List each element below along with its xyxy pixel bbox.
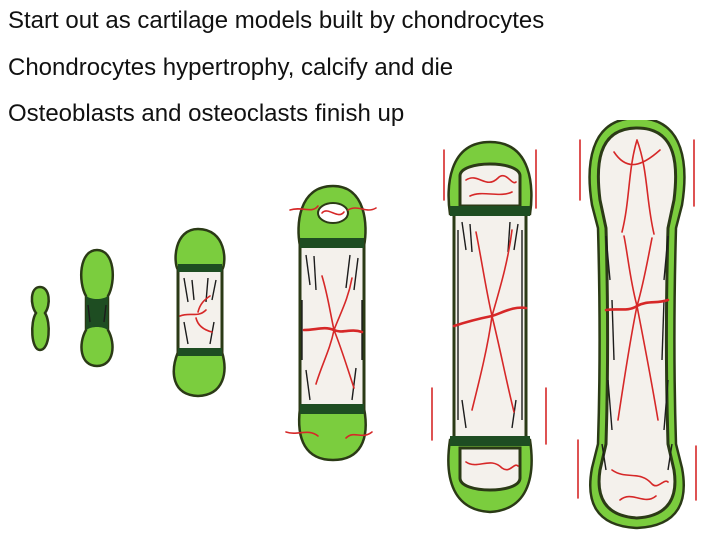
bullet-chondrocytes-hypertrophy: Chondrocytes hypertrophy, calcify and di… <box>8 54 454 81</box>
stage-5-secondary-centers <box>431 140 547 514</box>
stage-3-primary-center <box>172 227 226 398</box>
stage-4-vascular-invasion <box>285 184 377 462</box>
stage-1-cartilage-model <box>30 285 50 352</box>
stage-2-bone-collar <box>80 248 114 368</box>
stage-6-mature-bone <box>577 120 697 530</box>
bullet-cartilage-models: Start out as cartilage models built by c… <box>8 7 545 34</box>
bullet-osteoblasts-osteoclasts: Osteoblasts and osteoclasts finish up <box>8 100 405 127</box>
bone-ossification-stages <box>30 120 697 530</box>
